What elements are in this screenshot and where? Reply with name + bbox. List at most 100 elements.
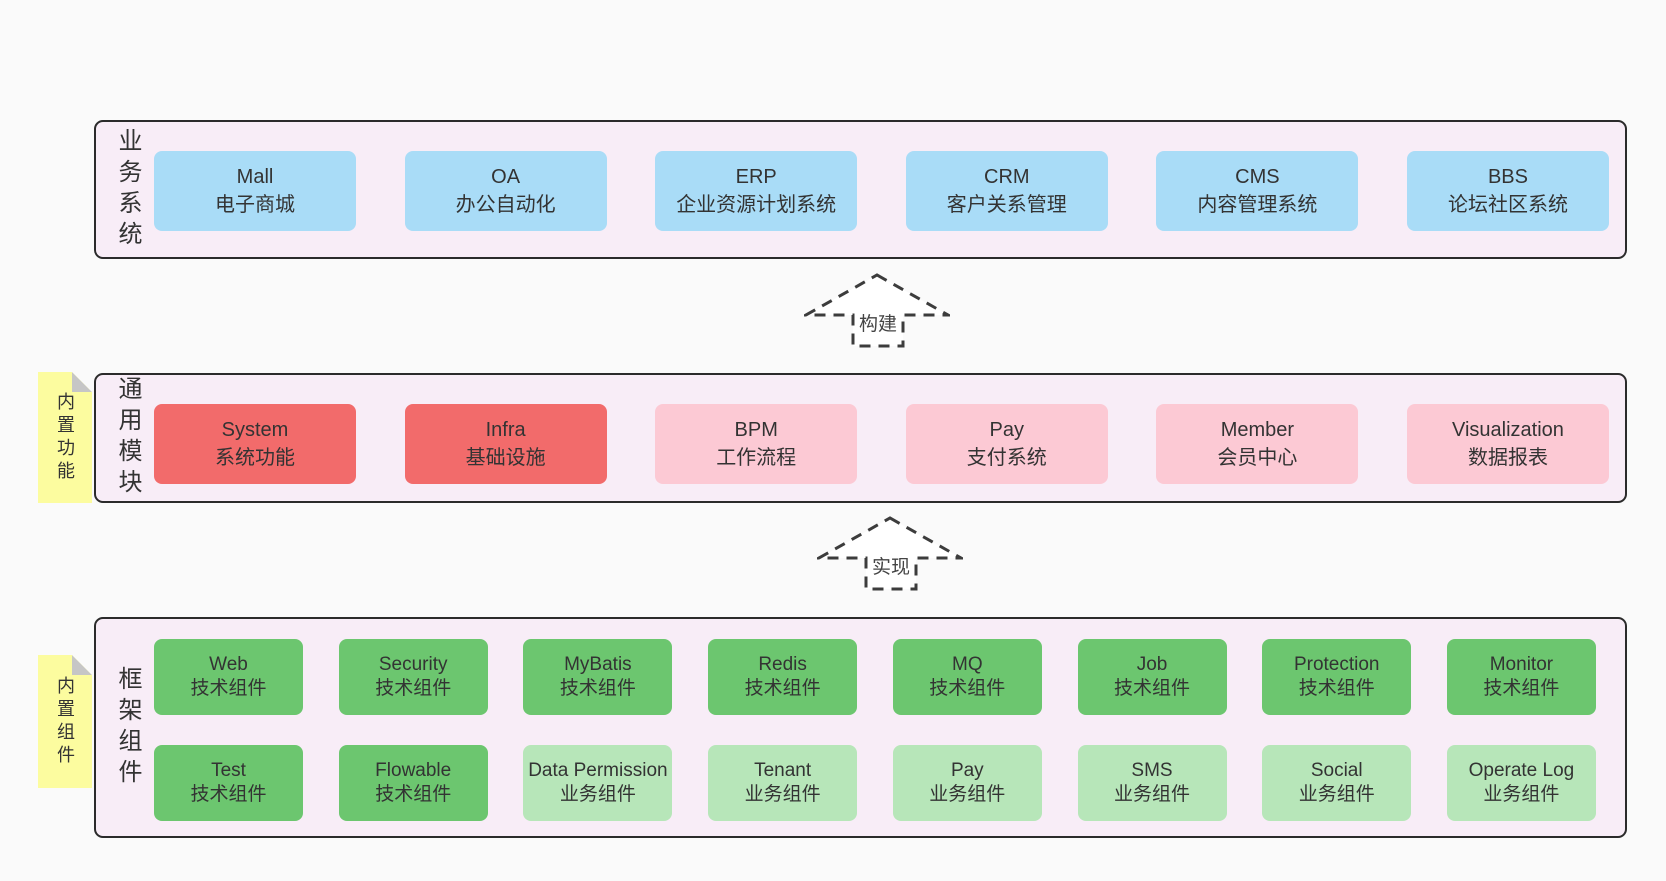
box-desc: 技术组件 <box>559 678 636 699</box>
box-name: Redis <box>758 654 807 675</box>
box-desc: 技术组件 <box>190 678 267 699</box>
box-erp: ERP 企业资源计划系统 <box>655 151 858 231</box>
box-name: Operate Log <box>1468 760 1575 781</box>
box-name: Monitor <box>1489 654 1554 675</box>
box-cms: CMS 内容管理系统 <box>1156 151 1359 231</box>
box-crm: CRM 客户关系管理 <box>905 151 1108 231</box>
note-fold-icon <box>72 655 92 675</box>
box-name: Social <box>1310 760 1363 781</box>
note-fold-icon <box>72 372 92 392</box>
box-desc: 技术组件 <box>1114 678 1191 699</box>
box-name: MQ <box>952 654 983 675</box>
box-desc: 业务组件 <box>929 784 1006 805</box>
box-name: Mall <box>236 166 274 188</box>
note-text: 内置组件 <box>55 675 75 768</box>
box-system: System 系统功能 <box>154 404 356 484</box>
box-desc: 技术组件 <box>1483 678 1560 699</box>
box-flowable: Flowable 技术组件 <box>338 745 488 821</box>
box-desc: 业务组件 <box>1483 784 1560 805</box>
box-redis: Redis 技术组件 <box>708 639 858 715</box>
box-desc: 客户关系管理 <box>946 194 1067 216</box>
box-name: Infra <box>485 419 526 441</box>
arrow-implement: 实现 <box>813 516 967 592</box>
box-protection: Protection 技术组件 <box>1262 639 1412 715</box>
box-mybatis: MyBatis 技术组件 <box>523 639 673 715</box>
panel-common-modules: 通用模块 System 系统功能 Infra 基础设施 BPM 工作流程 Pay 支付系统 Me… <box>94 373 1627 503</box>
box-desc: 技术组件 <box>929 678 1006 699</box>
box-desc: 电子商城 <box>215 194 295 216</box>
box-desc: 系统功能 <box>215 447 295 469</box>
box-operate-log: Operate Log 业务组件 <box>1446 745 1596 821</box>
arrow-label: 实现 <box>868 552 914 579</box>
box-visualization: Visualization 数据报表 <box>1406 404 1609 484</box>
box-social: Social 业务组件 <box>1262 745 1412 821</box>
arrow-build: 构建 <box>800 273 954 349</box>
box-name: BPM <box>734 419 778 441</box>
box-name: SMS <box>1131 760 1173 781</box>
box-name: Data Permission <box>528 760 668 781</box>
box-name: Test <box>211 760 246 781</box>
box-tenant: Tenant 业务组件 <box>708 745 858 821</box>
box-pay: Pay 支付系统 <box>905 404 1108 484</box>
box-name: Visualization <box>1452 419 1564 441</box>
box-oa: OA 办公自动化 <box>404 151 607 231</box>
box-desc: 业务组件 <box>559 784 636 805</box>
box-desc: 支付系统 <box>966 447 1047 469</box>
box-name: Tenant <box>754 760 812 781</box>
box-desc: 技术组件 <box>375 784 452 805</box>
box-name: Flowable <box>375 760 452 781</box>
box-desc: 内容管理系统 <box>1197 194 1318 216</box>
sticky-note-builtin-components: 内置组件 <box>38 655 92 788</box>
box-desc: 办公自动化 <box>455 194 556 216</box>
box-desc: 企业资源计划系统 <box>676 194 837 216</box>
box-desc: 数据报表 <box>1467 447 1548 469</box>
box-infra: Infra 基础设施 <box>404 404 607 484</box>
box-security: Security 技术组件 <box>338 639 488 715</box>
panel-label: 框架组件 <box>114 665 141 790</box>
box-bpm: BPM 工作流程 <box>655 404 858 484</box>
box-name: Protection <box>1293 654 1380 675</box>
box-name: CRM <box>984 166 1030 188</box>
box-name: ERP <box>735 166 777 188</box>
box-desc: 技术组件 <box>1298 678 1375 699</box>
box-desc: 业务组件 <box>744 784 821 805</box>
box-name: MyBatis <box>564 654 632 675</box>
panel-label: 业务系统 <box>114 127 141 252</box>
box-desc: 业务组件 <box>1298 784 1375 805</box>
panel-label: 通用模块 <box>114 376 141 500</box>
box-mq: MQ 技术组件 <box>892 639 1042 715</box>
box-desc: 技术组件 <box>375 678 452 699</box>
box-name: Pay <box>950 760 984 781</box>
box-name: Pay <box>989 419 1025 441</box>
box-name: Job <box>1136 654 1168 675</box>
box-desc: 会员中心 <box>1217 447 1298 469</box>
box-job: Job 技术组件 <box>1077 639 1227 715</box>
box-desc: 基础设施 <box>465 447 546 469</box>
box-desc: 工作流程 <box>716 447 797 469</box>
box-name: Web <box>209 654 248 675</box>
note-text: 内置功能 <box>55 391 75 484</box>
box-desc: 技术组件 <box>190 784 267 805</box>
box-member: Member 会员中心 <box>1156 404 1359 484</box>
box-name: CMS <box>1235 166 1280 188</box>
box-desc: 业务组件 <box>1114 784 1191 805</box>
box-name: OA <box>491 166 521 188</box>
box-name: BBS <box>1487 166 1528 188</box>
box-name: Security <box>378 654 448 675</box>
box-web: Web 技术组件 <box>154 639 303 715</box>
box-name: System <box>221 419 289 441</box>
arrow-label: 构建 <box>855 309 901 336</box>
sticky-note-builtin-features: 内置功能 <box>38 372 92 503</box>
box-mall: Mall 电子商城 <box>154 151 356 231</box>
box-desc: 技术组件 <box>744 678 821 699</box>
box-desc: 论坛社区系统 <box>1447 194 1568 216</box>
box-data-permission: Data Permission 业务组件 <box>523 745 673 821</box>
box-pay: Pay 业务组件 <box>892 745 1042 821</box>
box-name: Member <box>1220 419 1295 441</box>
box-monitor: Monitor 技术组件 <box>1446 639 1596 715</box>
business-boxes-row: Mall 电子商城 OA 办公自动化 ERP 企业资源计划系统 CRM 客户关系管理 CMS 内容… <box>154 151 1609 231</box>
